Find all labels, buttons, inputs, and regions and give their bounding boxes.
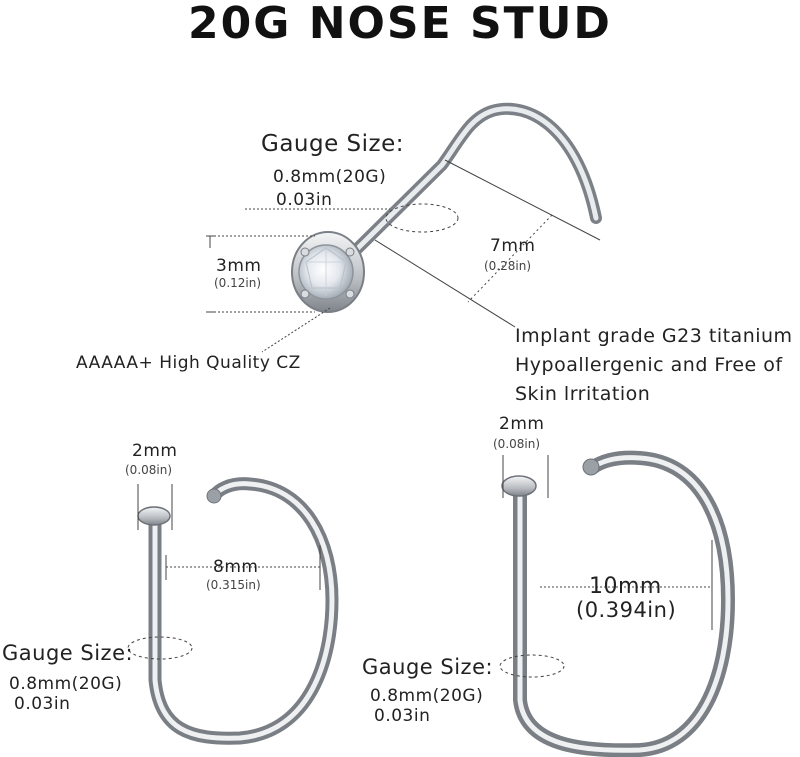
small-hoop-diam-mm: 8mm	[213, 557, 259, 577]
screw-head-mm: 3mm	[216, 256, 262, 276]
large-hoop-head-in: (0.08in)	[493, 437, 541, 451]
material-line-3: Skin lrritation	[515, 383, 651, 405]
screw-gauge-in: 0.03in	[276, 190, 333, 210]
small-hoop-gauge-in: 0.03in	[14, 694, 71, 714]
large-hoop-gauge-in: 0.03in	[374, 706, 431, 726]
screw-stud-image	[291, 102, 602, 313]
large-hoop-head-mm: 2mm	[499, 414, 545, 434]
stone-label: AAAAA+ High Quality CZ	[76, 353, 301, 373]
screw-length-mm: 7mm	[490, 236, 536, 256]
large-hoop-diam-in: (0.394in)	[576, 598, 677, 622]
screw-head-in: (0.12in)	[214, 276, 262, 290]
material-line-2: Hypoallergenic and Free of	[515, 354, 783, 376]
small-hoop-image	[137, 477, 339, 745]
small-hoop-diam-in: (0.315in)	[206, 578, 261, 592]
large-hoop-guides	[499, 455, 713, 678]
large-hoop-gauge-label: Gauge Size:	[362, 655, 494, 679]
material-line-1: Implant grade G23 titanium	[515, 325, 793, 347]
screw-gauge-mm: 0.8mm(20G)	[273, 167, 387, 187]
screw-length-in: (0.28in)	[484, 259, 532, 273]
small-hoop-gauge-label: Gauge Size:	[2, 641, 134, 665]
small-hoop-head-mm: 2mm	[132, 441, 178, 461]
screw-gauge-label: Gauge Size:	[261, 131, 405, 157]
screw-guides	[206, 159, 601, 353]
page-title: 20G NOSE STUD	[188, 0, 612, 49]
small-hoop-guides	[127, 484, 321, 660]
large-hoop-gauge-mm: 0.8mm(20G)	[370, 686, 484, 706]
large-hoop-diam-mm: 10mm	[589, 574, 662, 599]
small-hoop-head-in: (0.08in)	[125, 463, 173, 477]
small-hoop-gauge-mm: 0.8mm(20G)	[9, 674, 123, 694]
large-hoop-image	[501, 450, 736, 757]
